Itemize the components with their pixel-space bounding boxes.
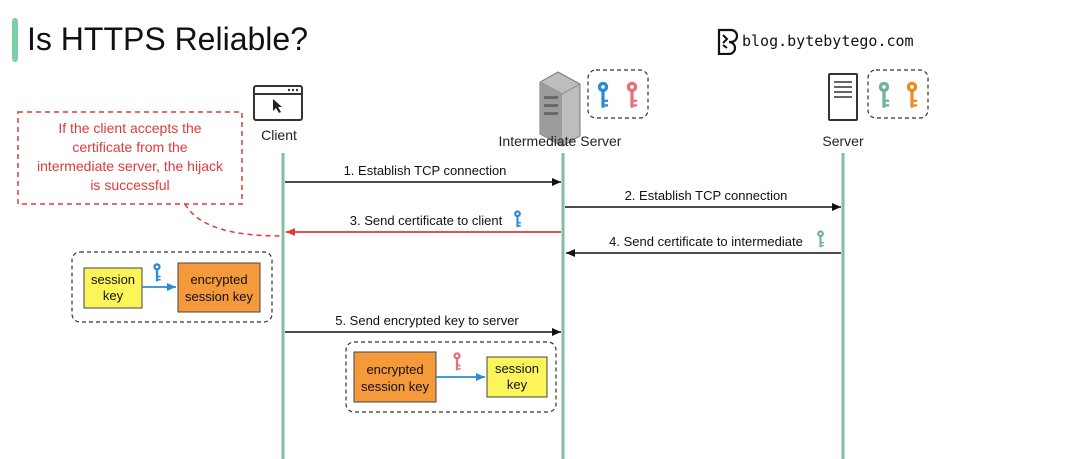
encrypted-key-line-1: encrypted bbox=[366, 362, 423, 377]
bytebytego-logo-icon bbox=[717, 28, 739, 55]
green-key-icon bbox=[817, 230, 824, 248]
encrypted-session-key-box bbox=[353, 351, 437, 403]
blue-key-icon bbox=[153, 263, 161, 282]
intermediate-key-group bbox=[345, 341, 557, 413]
session-key-box bbox=[486, 356, 548, 398]
message-5-label: 5. Send encrypted key to server bbox=[335, 313, 519, 328]
session-key-line-1: session bbox=[495, 361, 539, 376]
encrypted-key-line-2: session key bbox=[361, 379, 429, 394]
note-connector bbox=[184, 203, 283, 237]
session-key-box bbox=[83, 267, 143, 309]
hijack-note-box bbox=[17, 111, 243, 205]
session-key-line-1: session bbox=[91, 272, 135, 287]
session-key-line-2: key bbox=[103, 288, 124, 303]
message-3-label: 3. Send certificate to client bbox=[350, 213, 503, 228]
orange-key-icon bbox=[906, 81, 918, 108]
note-line-2: certificate from the bbox=[72, 139, 187, 155]
server-label: Server bbox=[822, 133, 864, 149]
server-rack-icon bbox=[828, 73, 858, 121]
brand-text: blog.bytebytego.com bbox=[742, 32, 914, 50]
browser-window-icon bbox=[253, 85, 303, 121]
encrypted-key-line-1: encrypted bbox=[190, 272, 247, 287]
client-label: Client bbox=[261, 127, 297, 143]
blue-key-icon bbox=[597, 81, 609, 108]
note-line-3: intermediate server, the hijack bbox=[37, 158, 224, 174]
title-accent-bar bbox=[12, 18, 18, 62]
message-1-label: 1. Establish TCP connection bbox=[344, 163, 507, 178]
intermediate-label: Intermediate Server bbox=[499, 133, 622, 149]
note-line-4: is successful bbox=[90, 177, 169, 193]
note-line-1: If the client accepts the bbox=[58, 120, 201, 136]
intermediate-key-pair-box bbox=[587, 69, 649, 119]
pink-key-icon bbox=[626, 81, 638, 108]
green-key-icon bbox=[878, 81, 890, 108]
blue-key-icon bbox=[514, 210, 521, 228]
brand[interactable]: blog.bytebytego.com bbox=[716, 26, 914, 56]
encrypted-session-key-box bbox=[177, 262, 261, 313]
message-2-label: 2. Establish TCP connection bbox=[625, 188, 788, 203]
page-title: Is HTTPS Reliable? bbox=[27, 21, 308, 57]
server-key-pair-box bbox=[867, 69, 929, 119]
message-4-label: 4. Send certificate to intermediate bbox=[609, 234, 803, 249]
client-key-group bbox=[71, 251, 273, 323]
encrypted-key-line-2: session key bbox=[185, 289, 253, 304]
session-key-line-2: key bbox=[507, 377, 528, 392]
tower-server-icon bbox=[539, 71, 581, 147]
pink-key-icon bbox=[453, 352, 461, 371]
